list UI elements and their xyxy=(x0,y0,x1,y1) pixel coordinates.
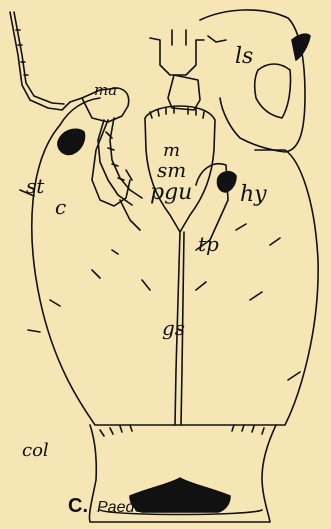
maxillary-palp xyxy=(98,118,142,205)
right-dark-band xyxy=(292,34,310,60)
right-dark-spot xyxy=(217,172,236,192)
label-hy: hy xyxy=(240,184,267,206)
head-left-shoulder xyxy=(60,98,100,125)
label-gs: gs xyxy=(162,318,185,338)
left-antenna xyxy=(10,12,82,110)
label-c: c xyxy=(55,197,66,217)
label-pgu: pgu xyxy=(150,182,192,204)
label-sm: sm xyxy=(157,160,186,180)
label-ma: ma xyxy=(94,83,117,98)
collar-hatching xyxy=(100,425,264,436)
label-col: col xyxy=(22,442,49,460)
figure-letter: C. xyxy=(68,496,88,516)
label-tp: tp xyxy=(198,234,219,254)
labial-palp-top xyxy=(150,30,226,75)
maxilla-shading xyxy=(106,132,124,180)
lateral-sclerite-inner xyxy=(255,64,291,118)
mentum-block xyxy=(168,75,200,110)
label-st: st xyxy=(26,176,44,196)
figure-caption: Paederus xyxy=(97,500,166,516)
label-ls: ls xyxy=(235,46,253,68)
left-dark-spot xyxy=(58,129,85,154)
lateral-sclerite-outline xyxy=(200,10,305,152)
